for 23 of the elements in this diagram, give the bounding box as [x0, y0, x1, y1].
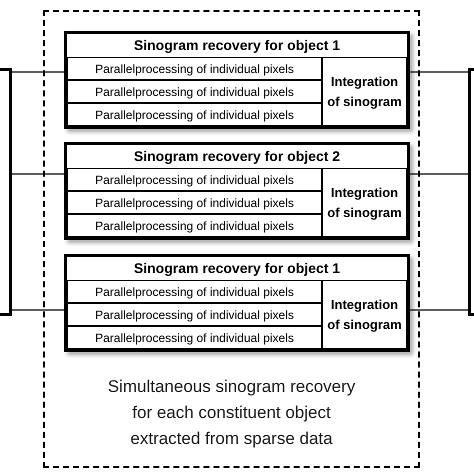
process-cell: Parallelprocessing of individual pixels [67, 80, 322, 103]
group-header: Sinogram recovery for object 1 [132, 259, 342, 278]
integration-cell: Integration of sinogram [322, 280, 407, 349]
process-cell: Parallelprocessing of individual pixels [67, 280, 322, 303]
integration-cell: Integration of sinogram [322, 57, 407, 126]
connector-line [12, 71, 65, 73]
connector-line [12, 173, 65, 175]
process-cell: Parallelprocessing of individual pixels [67, 168, 322, 191]
integration-cell: Integration of sinogram [322, 168, 407, 237]
group-header: Sinogram recovery for object 1 [132, 36, 342, 55]
process-cell: Parallelprocessing of individual pixels [67, 326, 322, 349]
group-header: Sinogram recovery for object 2 [132, 147, 342, 166]
connector-line [12, 309, 65, 311]
process-cell: Parallelprocessing of individual pixels [67, 191, 322, 214]
process-cell: Parallelprocessing of individual pixels [67, 303, 322, 326]
process-cell: Parallelprocessing of individual pixels [67, 214, 322, 237]
dashed-container [43, 10, 420, 468]
process-group-box [64, 142, 410, 240]
process-cell: Parallelprocessing of individual pixels [67, 57, 322, 80]
process-group-box [64, 31, 410, 129]
container-caption: Simultaneous sinogram recovery for each constituent object extracted from sparse data [106, 376, 356, 450]
process-cell: Parallelprocessing of individual pixels [67, 103, 322, 126]
process-group-box [64, 254, 410, 352]
